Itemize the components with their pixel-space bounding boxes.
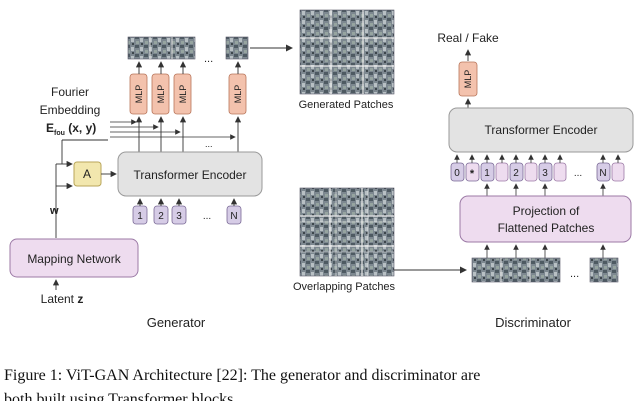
disc-token xyxy=(509,162,524,182)
projection-label-line2: Flattened Patches xyxy=(498,221,595,235)
disc-token xyxy=(596,162,611,182)
gen-mlp-block xyxy=(228,73,247,115)
disc-token xyxy=(450,162,465,182)
gen-mlp-label: MLP xyxy=(233,85,243,104)
disc-input-patches xyxy=(471,257,619,283)
figure-caption: Figure 1: ViT-GAN Architecture [22]: The… xyxy=(4,364,640,401)
disc-token-label: 1 xyxy=(484,168,490,179)
gen-mlp-blocks: MLP MLP MLP MLP xyxy=(129,73,247,115)
disc-patch-ellipsis: ... xyxy=(570,268,579,280)
real-fake-label: Real / Fake xyxy=(437,31,499,45)
gen-mlp-block xyxy=(129,73,148,115)
disc-token-label: 3 xyxy=(542,168,548,179)
gen-token-label: 2 xyxy=(158,211,164,222)
gen-transformer-encoder xyxy=(117,151,263,197)
disc-pos-token xyxy=(524,162,538,182)
gen-patch-ellipsis: ... xyxy=(204,53,213,65)
generator-title: Generator xyxy=(147,315,206,330)
overlapping-patches-label: Overlapping Patches xyxy=(293,281,396,293)
mapping-network-box xyxy=(9,238,139,278)
projection-box xyxy=(459,195,632,243)
gen-token-label: N xyxy=(230,211,237,222)
disc-token-label: * xyxy=(470,168,475,180)
gen-mlp-block xyxy=(173,73,192,115)
overlapping-patches-grid xyxy=(299,187,395,277)
caption-line-1: Figure 1: ViT-GAN Architecture [22]: The… xyxy=(4,367,481,384)
generator-output-patches xyxy=(127,36,249,60)
disc-mlp-label: MLP xyxy=(463,70,473,89)
disc-token xyxy=(480,162,495,182)
disc-pos-token xyxy=(553,162,567,182)
projection-label-line1: Projection of xyxy=(513,204,580,218)
disc-token-label: 2 xyxy=(513,168,519,179)
mapping-network-label: Mapping Network xyxy=(27,252,121,266)
disc-token-label: N xyxy=(599,168,606,179)
w-label: w xyxy=(49,205,59,217)
gen-transformer-label: Transformer Encoder xyxy=(134,168,247,182)
disc-pos-token xyxy=(611,162,625,182)
a-block-label: A xyxy=(83,167,91,181)
gen-token-label: 1 xyxy=(137,211,143,222)
fourier-ellipsis: ... xyxy=(205,139,213,149)
gen-mlp-label: MLP xyxy=(178,85,188,104)
disc-transformer-label: Transformer Encoder xyxy=(485,123,598,137)
gen-mlp-label: MLP xyxy=(134,85,144,104)
generated-patches-label: Generated Patches xyxy=(299,99,394,111)
gen-mlp-label: MLP xyxy=(156,85,166,104)
disc-token xyxy=(538,162,553,182)
disc-token-arrows xyxy=(454,154,621,163)
generated-patches-grid xyxy=(299,9,395,95)
disc-token-ellipsis: ... xyxy=(574,168,582,179)
disc-token-row: 0 * 1 2 3 ... N xyxy=(450,162,625,182)
discriminator-title: Discriminator xyxy=(495,315,572,330)
disc-token xyxy=(465,162,480,182)
gen-token-label: 3 xyxy=(176,211,182,222)
disc-mlp-block xyxy=(458,61,478,97)
fourier-formula: Efou (x, y) xyxy=(46,121,96,137)
caption-line-2: both built using Transformer blocks. xyxy=(4,391,238,401)
gen-token-ellipsis: ... xyxy=(203,211,211,222)
fourier-label-line1: Fourier xyxy=(51,85,89,99)
gen-token-row: 1 2 3 ... N xyxy=(132,205,242,225)
latent-label: Latent z xyxy=(41,292,84,306)
disc-transformer-encoder xyxy=(448,107,634,153)
gen-mlp-block xyxy=(151,73,170,115)
disc-pos-token xyxy=(495,162,509,182)
disc-token-label: 0 xyxy=(454,168,460,179)
fourier-arrows xyxy=(110,119,236,140)
fourier-label-line2: Embedding xyxy=(40,103,101,117)
